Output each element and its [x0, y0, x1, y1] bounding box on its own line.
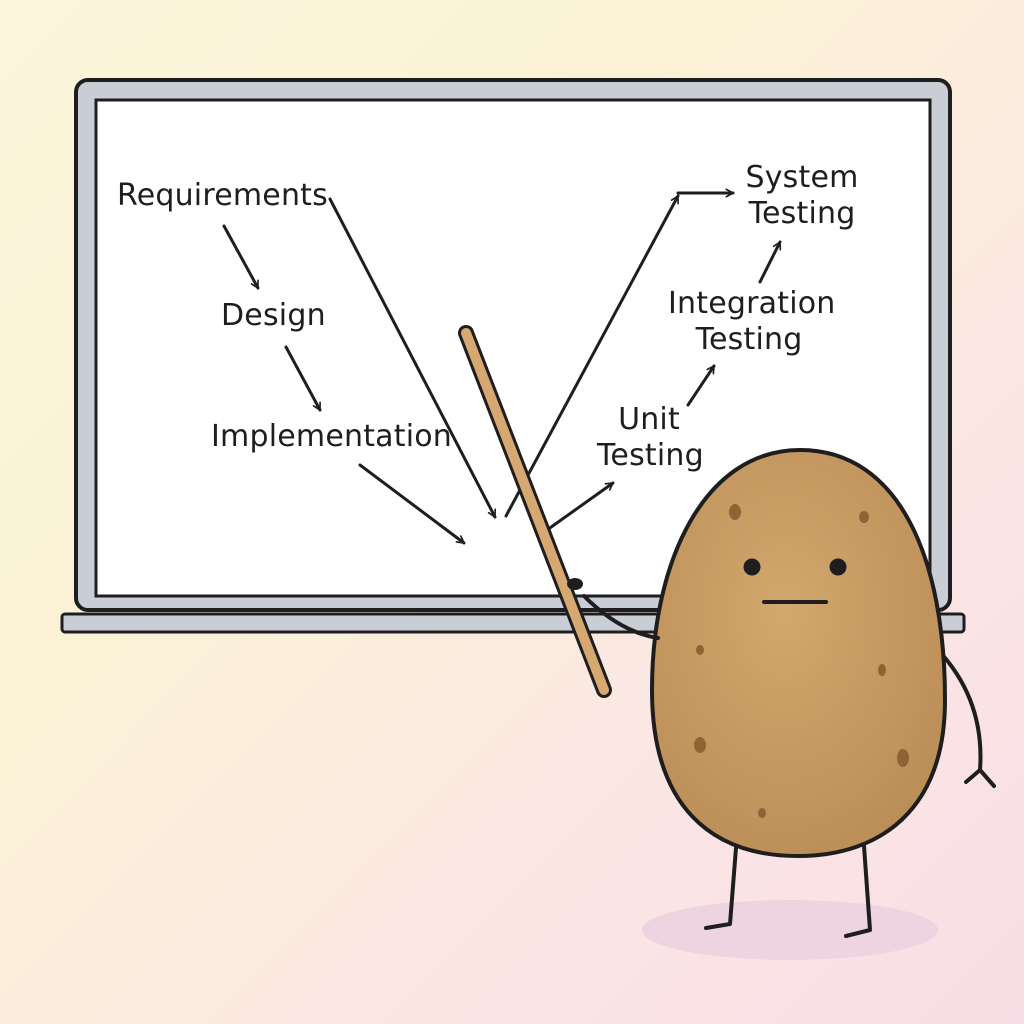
label-integration-testing-line2: Testing [695, 322, 803, 357]
arrow-design-to-implementation [284, 345, 322, 412]
arrow-implementation-to-base [358, 463, 466, 545]
label-design: Design [221, 298, 326, 333]
label-requirements: Requirements [117, 178, 328, 213]
arrow-base-to-unit [545, 481, 615, 532]
arrow-requirements-to-design [222, 224, 260, 290]
whiteboard [60, 78, 966, 634]
label-unit-testing-line2: Testing [597, 438, 704, 473]
arrow-requirements-to-base [328, 197, 497, 519]
arrow-integration-to-system [758, 240, 782, 284]
label-unit-testing: Unit Testing [597, 402, 704, 474]
potato-body [649, 447, 948, 859]
arrow-unit-to-integration [686, 364, 716, 407]
potato-character [582, 447, 996, 938]
right-eye [829, 558, 847, 576]
left-eye [743, 558, 761, 576]
right-arm [936, 648, 996, 788]
potato-spots [694, 504, 909, 818]
left-arm [582, 594, 660, 640]
pointer-stick [458, 325, 612, 698]
label-system-testing-line1: System [745, 160, 859, 195]
label-unit-testing-line1: Unit [618, 402, 680, 437]
label-integration-testing: Integration Testing [668, 286, 836, 358]
right-leg [844, 844, 872, 938]
ground-shadow [642, 900, 938, 960]
label-system-testing: System Testing [744, 160, 860, 232]
label-implementation: Implementation [211, 419, 453, 454]
left-leg [704, 846, 738, 930]
pointer-hand [567, 578, 583, 590]
label-system-testing-line2: Testing [748, 196, 856, 231]
label-integration-testing-line1: Integration [668, 286, 836, 321]
diagram-arrows [222, 193, 782, 545]
arrow-base-to-system [504, 194, 680, 518]
